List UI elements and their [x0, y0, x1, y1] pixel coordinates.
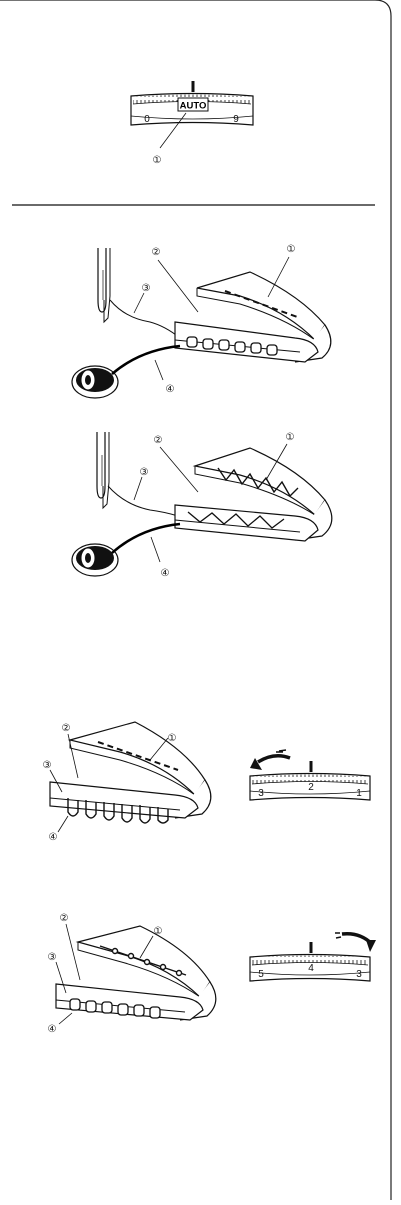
tension-dial-decrease: 3 2 1	[250, 750, 370, 800]
callout-1: ①	[287, 244, 296, 255]
fabric-top-layer	[70, 722, 205, 795]
callout-3: ③	[140, 467, 149, 478]
needle-thread	[108, 486, 178, 516]
callout-1: ①	[153, 155, 162, 166]
page-border	[0, 0, 391, 1200]
callout-1: ①	[154, 926, 163, 937]
dial-number-left: 3	[258, 788, 264, 799]
needle-thread	[110, 300, 180, 338]
callout-2: ②	[154, 435, 163, 446]
tension-dial-increase: 5 4 3	[250, 933, 376, 981]
callout-3: ③	[142, 283, 151, 294]
callout-3: ③	[48, 952, 57, 963]
dial-number-center: 2	[308, 782, 314, 793]
figure-zigzag-stitch: ② ① ③ ④	[72, 432, 332, 579]
callout-4: ④	[49, 832, 58, 843]
dial-number-left: 0	[144, 114, 150, 125]
bobbin-thread	[112, 524, 180, 553]
bobbin-thread	[112, 346, 180, 374]
callout-2: ②	[152, 247, 161, 258]
callout-4: ④	[166, 384, 175, 395]
needle	[98, 248, 106, 312]
callout-2: ②	[60, 913, 69, 924]
dial-number-right: 9	[233, 114, 239, 125]
fabric-bottom-layer	[175, 505, 318, 541]
callout-1: ①	[168, 733, 177, 744]
figure-tight-tension: ② ① ③ ④	[48, 913, 216, 1035]
callout-4: ④	[161, 568, 170, 579]
auto-label: AUTO	[180, 101, 207, 112]
callout-1: ①	[286, 432, 295, 443]
callout-2: ②	[62, 723, 71, 734]
dial-number-right: 1	[356, 788, 362, 799]
dial-number-right: 3	[356, 969, 362, 980]
thread-tension-dial-auto: AUTO 0 9 ①	[131, 81, 253, 166]
callout-3: ③	[43, 760, 52, 771]
dial-number-center: 4	[308, 963, 314, 974]
dial-number-left: 5	[258, 969, 264, 980]
turn-arrow	[258, 756, 290, 762]
fabric-top-layer	[195, 448, 325, 515]
figure-straight-stitch: ② ① ③ ④	[72, 244, 331, 398]
figure-loose-tension: ② ① ③ ④	[43, 722, 211, 843]
callout-4: ④	[48, 1024, 57, 1035]
needle	[97, 432, 105, 498]
